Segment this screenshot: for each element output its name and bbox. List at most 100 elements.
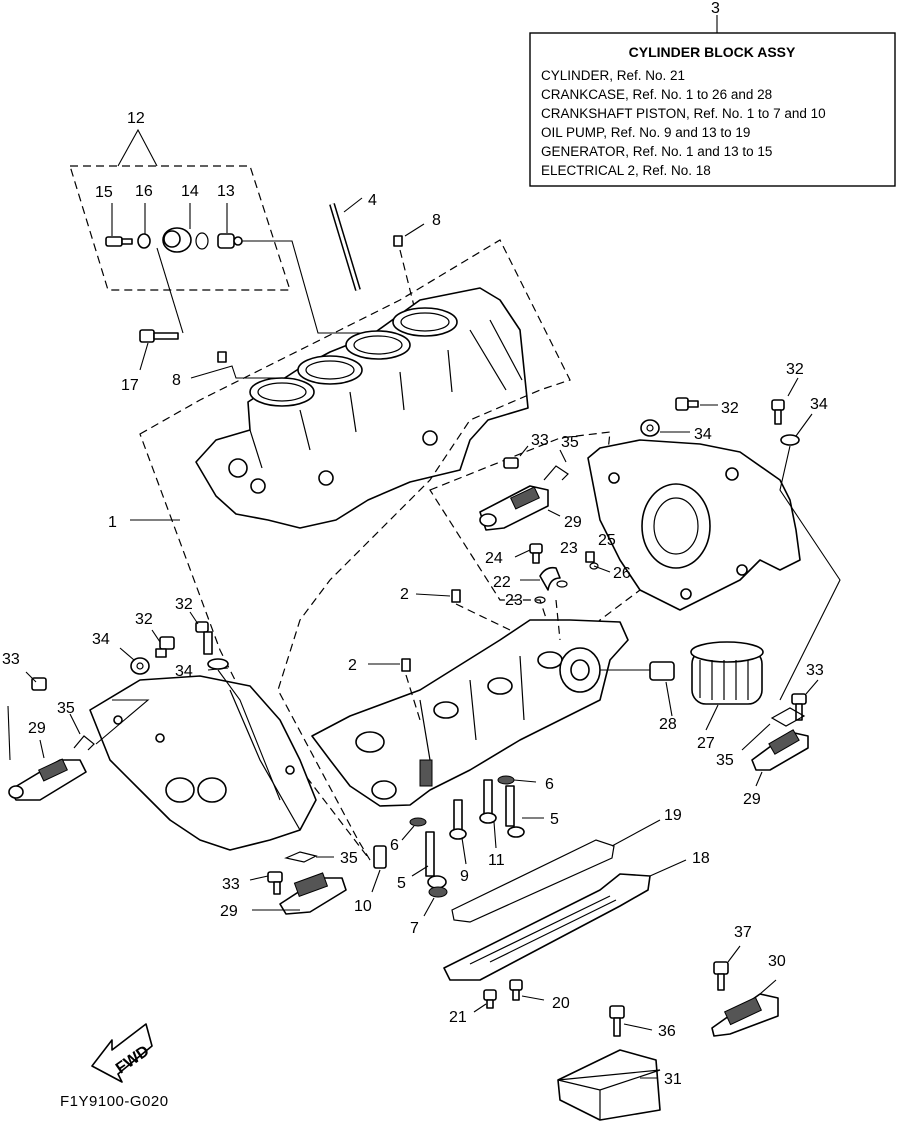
- clip-35-upper: [543, 449, 569, 481]
- oil-filter-27: [690, 641, 764, 731]
- callout-24: 24: [485, 550, 503, 567]
- ring-23: [534, 580, 568, 604]
- legend-line: OIL PUMP, Ref. No. 9 and 13 to 19: [541, 125, 750, 140]
- legend-line: ELECTRICAL 2, Ref. No. 18: [541, 163, 711, 178]
- callout-6: 6: [545, 776, 554, 793]
- callout-34: 34: [92, 631, 110, 648]
- callout-2: 2: [348, 657, 357, 674]
- mount-30: [711, 979, 779, 1037]
- bolt-20: [509, 979, 545, 1001]
- stud-4: [329, 197, 363, 291]
- washer-34-right-a: [640, 419, 690, 437]
- legend-line: CRANKSHAFT PISTON, Ref. No. 1 to 7 and 1…: [541, 106, 826, 121]
- crankcase-boundary: [139, 239, 571, 861]
- legend-box: 3 CYLINDER BLOCK ASSY CYLINDER, Ref. No.…: [529, 0, 896, 187]
- legend-title: CYLINDER BLOCK ASSY: [629, 44, 796, 60]
- callout-35: 35: [561, 434, 579, 451]
- right-zone-boundary: [429, 431, 641, 662]
- drawing-code: F1Y9100-G020: [60, 1093, 169, 1110]
- oil-pan-18: [443, 859, 687, 981]
- callout-32: 32: [135, 611, 153, 628]
- fitting-25: [585, 551, 611, 573]
- callout-8: 8: [432, 212, 441, 229]
- bolt-33-left: [25, 671, 47, 691]
- engine-mount-29-bottom-left: [252, 872, 347, 915]
- callout-32: 32: [721, 400, 739, 417]
- callout-35: 35: [340, 850, 358, 867]
- callout-36: 36: [658, 1023, 676, 1040]
- callout-37: 37: [734, 924, 752, 941]
- engine-mount-29-upper: [479, 485, 561, 531]
- callout-8: 8: [172, 372, 181, 389]
- callout-27: 27: [697, 735, 715, 752]
- legend-line: GENERATOR, Ref. No. 1 and 13 to 15: [541, 144, 772, 159]
- bolt-36: [609, 1005, 653, 1037]
- cylinder-block: [195, 287, 529, 529]
- callout-25: 25: [598, 532, 616, 549]
- washer-34-left-a: [119, 647, 150, 675]
- dowel-pin-2-lower: [368, 658, 421, 721]
- oil-filter-mount: [559, 647, 650, 693]
- clip-35-lower-right: [741, 707, 806, 751]
- bolt-32-right-a: [675, 397, 718, 411]
- callout-29: 29: [28, 720, 46, 737]
- gasket-19: [451, 819, 661, 923]
- callout-33: 33: [531, 432, 549, 449]
- clip-35-bottom-left: [284, 851, 334, 863]
- washer-16: [137, 233, 151, 249]
- clip-35-left: [69, 699, 150, 751]
- callout-15: 15: [95, 184, 113, 201]
- callout-29: 29: [220, 903, 238, 920]
- legend-line: CYLINDER, Ref. No. 21: [541, 68, 685, 83]
- callout-5: 5: [550, 811, 559, 828]
- callout-33: 33: [2, 651, 20, 668]
- callout-5: 5: [397, 875, 406, 892]
- fitting-13: [217, 233, 243, 249]
- dowel-pin-8-left: [190, 351, 280, 379]
- bolt-32-left-b: [189, 611, 213, 655]
- callout-3: 3: [711, 0, 720, 17]
- bolt-33-bottom-left: [249, 871, 283, 895]
- oil-pressure-switch-group: [69, 128, 370, 334]
- bolt-32-left-a: [151, 629, 175, 658]
- bolt-32-right-b: [771, 377, 799, 425]
- callout-19: 19: [664, 807, 682, 824]
- washer-34-right-b: [779, 413, 841, 701]
- fwd-arrow-icon: FWD: [91, 1023, 153, 1083]
- dowel-pin-2-upper: [415, 589, 511, 631]
- callout-6: 6: [390, 837, 399, 854]
- callout-14: 14: [181, 183, 199, 200]
- washer-34-left-b: [207, 658, 281, 801]
- o-ring-13: [195, 232, 209, 250]
- callout-32: 32: [175, 596, 193, 613]
- callout-23: 23: [560, 540, 578, 557]
- callout-26: 26: [613, 565, 631, 582]
- callout-20: 20: [552, 995, 570, 1012]
- callout-1: 1: [108, 514, 117, 531]
- lower-crankcase: [311, 619, 629, 807]
- callout-30: 30: [768, 953, 786, 970]
- fitting-28: [649, 661, 675, 717]
- generator-cover-right: [587, 439, 801, 611]
- callout-4: 4: [368, 192, 377, 209]
- callout-18: 18: [692, 850, 710, 867]
- callout-7: 7: [410, 920, 419, 937]
- callout-2: 2: [400, 586, 409, 603]
- callout-34: 34: [810, 396, 828, 413]
- callout-23: 23: [505, 592, 523, 609]
- callout-33: 33: [222, 876, 240, 893]
- generator-cover-left: [89, 675, 317, 851]
- callouts: 1 2 2 4 5 5 6 6 7 8 8 9 10 11 12 13 14 1…: [2, 110, 828, 1088]
- callout-35: 35: [57, 700, 75, 717]
- callout-31: 31: [664, 1071, 682, 1088]
- crank-bolts: [371, 775, 544, 917]
- fitting-22: [520, 566, 561, 591]
- cap-14: [162, 227, 192, 253]
- legend-line: CRANKCASE, Ref. No. 1 to 26 and 28: [541, 87, 772, 102]
- callout-28: 28: [659, 716, 677, 733]
- bolt-24: [514, 543, 543, 564]
- callout-13: 13: [217, 183, 235, 200]
- callout-29: 29: [564, 514, 582, 531]
- bolt-21: [473, 989, 497, 1013]
